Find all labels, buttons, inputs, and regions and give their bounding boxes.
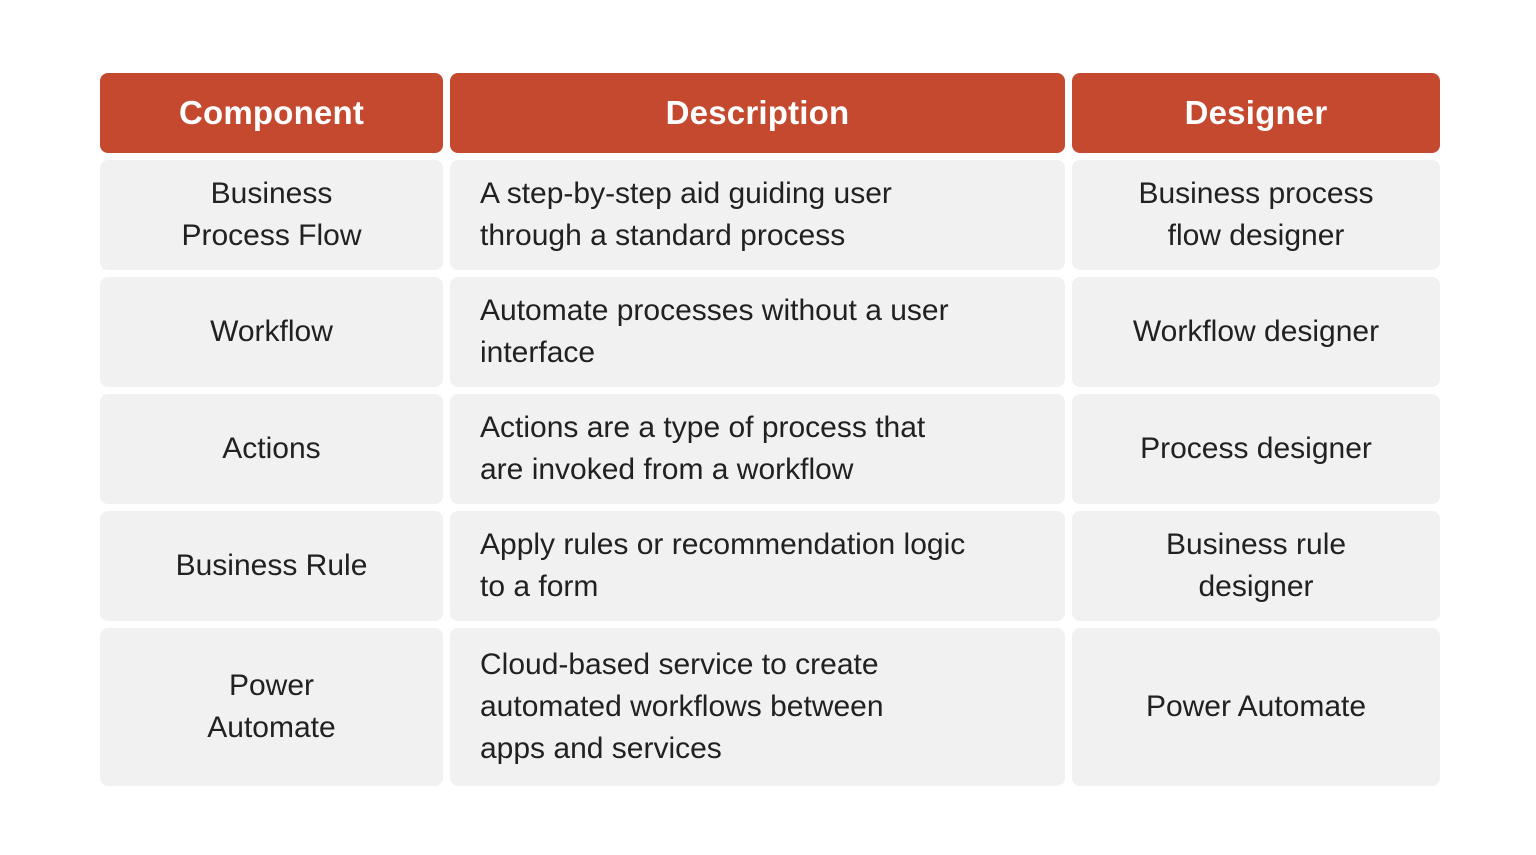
cell-designer: Workflow designer: [1072, 277, 1440, 387]
cell-designer: Process designer: [1072, 394, 1440, 504]
table-grid: Component Description Designer Business …: [100, 73, 1440, 786]
cell-description: Cloud-based service to create automated …: [450, 628, 1065, 786]
cell-description: Apply rules or recommendation logic to a…: [450, 511, 1065, 621]
cell-designer: Business rule designer: [1072, 511, 1440, 621]
components-table: Component Description Designer Business …: [100, 73, 1440, 786]
cell-component: Actions: [100, 394, 443, 504]
cell-component: Business Rule: [100, 511, 443, 621]
cell-designer: Business process flow designer: [1072, 160, 1440, 270]
cell-designer: Power Automate: [1072, 628, 1440, 786]
cell-description: A step-by-step aid guiding user through …: [450, 160, 1065, 270]
cell-description: Actions are a type of process that are i…: [450, 394, 1065, 504]
cell-component: Workflow: [100, 277, 443, 387]
cell-component: Power Automate: [100, 628, 443, 786]
header-description: Description: [450, 73, 1065, 153]
header-component: Component: [100, 73, 443, 153]
cell-description: Automate processes without a user interf…: [450, 277, 1065, 387]
cell-component: Business Process Flow: [100, 160, 443, 270]
header-designer: Designer: [1072, 73, 1440, 153]
